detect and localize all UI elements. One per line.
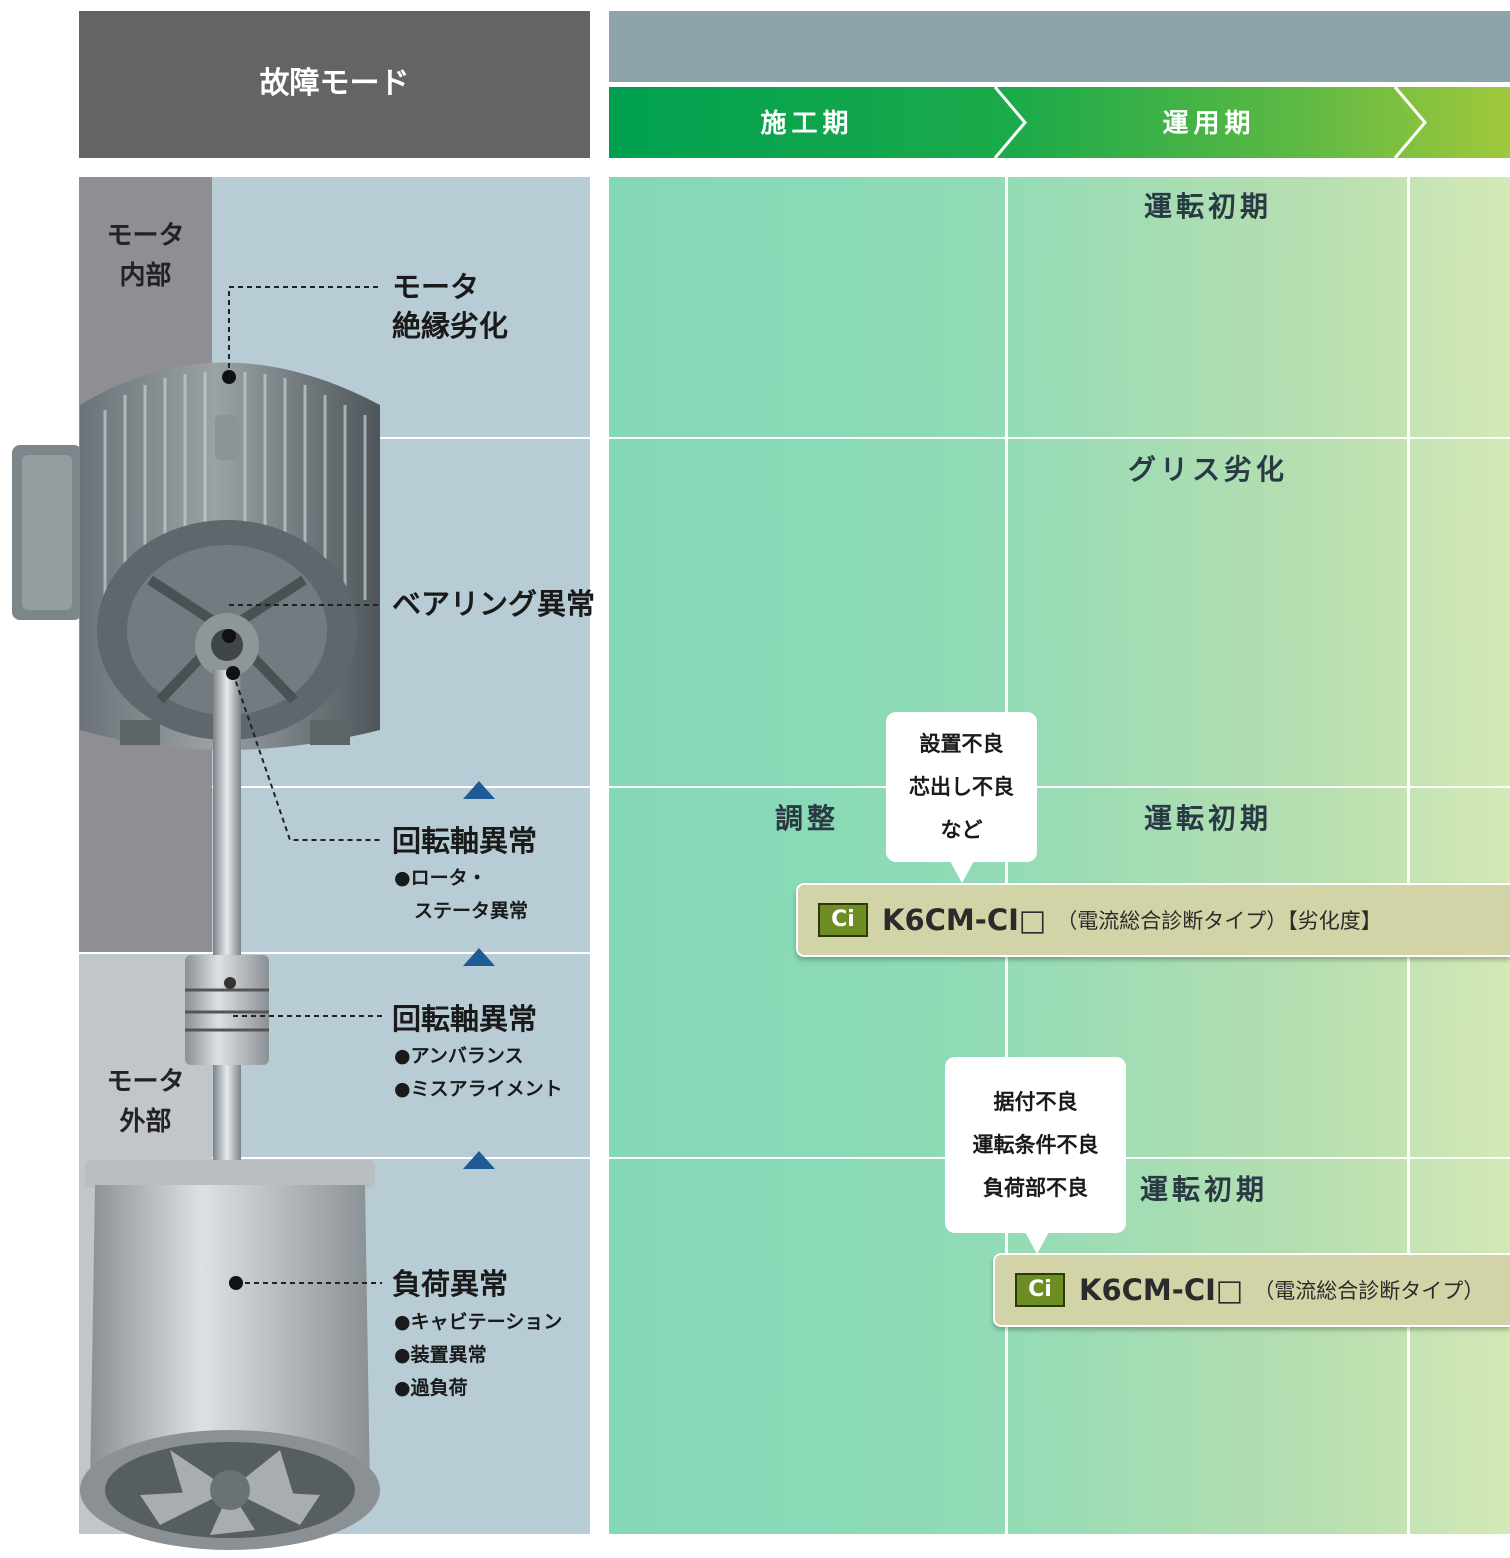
up-triangle-icon [463,781,495,799]
divider [212,437,590,439]
callout-install: 設置不良 芯出し不良 など [886,712,1037,862]
phase-operation: 運用期 [1162,109,1256,139]
mode-shaft-balance-item: ●アンバランス [394,1045,524,1067]
divider [212,786,590,788]
grid-vline [1407,177,1410,1534]
callout-line: 据付不良 [993,1090,1078,1114]
callout-tail [950,861,974,883]
header-band [609,11,1510,82]
category-label-external: モータ 外部 [106,1067,185,1137]
motor-pump-illustration [12,362,380,1550]
callout-line: 負荷部不良 [983,1176,1088,1200]
mode-shaft-rotor-item: ●ロータ・ [394,867,487,889]
mode-bearing: ベアリング異常 [392,587,596,621]
product-bar-degradation[interactable]: Ci K6CM-CI□ （電流総合診断タイプ）【劣化度】 [796,883,1510,957]
grid-label-initial: 運転初期 [1143,190,1272,223]
grid-hline [609,437,1510,439]
product-bar-general[interactable]: Ci K6CM-CI□ （電流総合診断タイプ） [993,1253,1510,1327]
ci-badge-icon: Ci [1015,1273,1065,1307]
callout-line: など [940,818,983,842]
product-name: K6CM-CI□ [882,903,1047,937]
callout-tail [1025,1232,1049,1254]
category-label-internal: モータ 内部 [106,221,185,291]
mode-load-item: ●過負荷 [394,1377,468,1399]
grid-hline [609,786,1510,788]
up-triangle-icon [463,1151,495,1169]
mode-load-item: ●キャビテーション [394,1311,563,1333]
grid-label-adjust: 調整 [774,802,839,835]
divider [212,1157,590,1159]
grid-label-grease: グリス劣化 [1127,453,1288,486]
mode-shaft-rotor-item: ステータ異常 [414,900,529,922]
callout-line: 芯出し不良 [909,775,1014,799]
product-desc: （電流総合診断タイプ）【劣化度】 [1056,909,1382,933]
mode-load-item: ●装置異常 [394,1344,487,1366]
failure-mode-title: 故障モード [259,65,410,101]
mode-load: 負荷異常 [392,1267,509,1301]
timeline-grid [609,177,1510,1534]
grid-label-initial: 運転初期 [1143,802,1272,835]
product-name: K6CM-CI□ [1079,1273,1244,1307]
product-desc: （電流総合診断タイプ） [1253,1279,1485,1303]
up-triangle-icon [463,948,495,966]
callout-line: 運転条件不良 [972,1133,1099,1157]
failure-mode-header: 故障モード [79,11,590,158]
divider [79,952,590,954]
leader-lines [222,286,382,1290]
mode-shaft-rotor: 回転軸異常 [392,824,538,858]
mode-shaft-balance: 回転軸異常 [392,1002,538,1036]
grid-label-initial: 運転初期 [1140,1173,1269,1206]
mode-shaft-balance-item: ●ミスアライメント [394,1078,563,1100]
phase-arrow-bar [609,87,1510,158]
callout-line: 設置不良 [919,732,1004,756]
phase-construction: 施工期 [760,109,854,139]
mode-insulation: モータ 絶縁劣化 [392,270,509,343]
ci-badge-icon: Ci [818,903,868,937]
callout-mounting: 据付不良 運転条件不良 負荷部不良 [945,1057,1126,1233]
